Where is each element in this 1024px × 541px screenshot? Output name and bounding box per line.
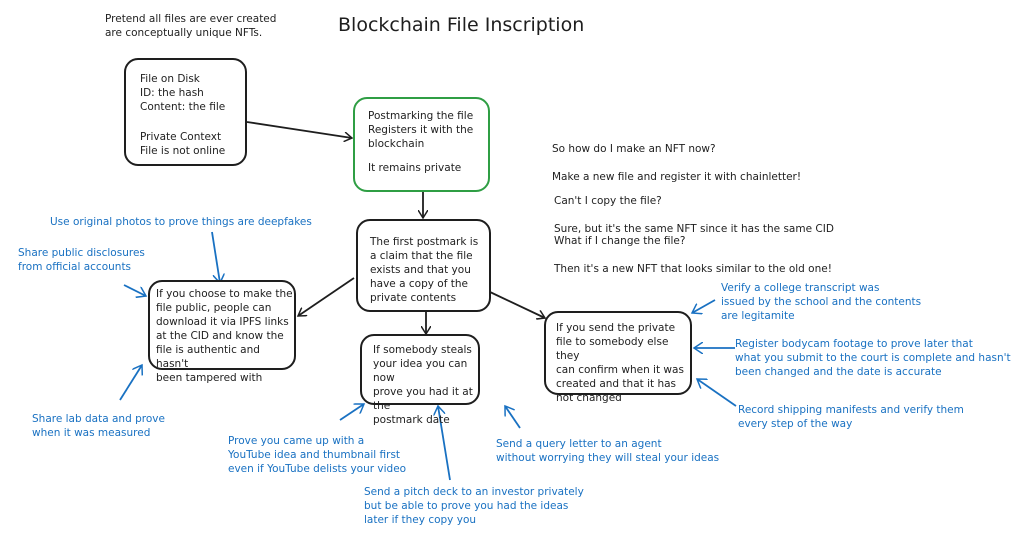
use-case-youtube: Prove you came up with a YouTube idea an… — [228, 435, 407, 475]
faq-question: Can't I copy the file? — [554, 195, 662, 207]
faq-item: What if I change the file? Then it's a n… — [554, 220, 832, 290]
file-on-disk-private-note: Private Context File is not online — [140, 131, 226, 157]
private-share-text: If you send the private file to somebody… — [556, 322, 684, 404]
arrow-deepfakes — [211, 231, 220, 283]
intro-note: Pretend all files are ever created are c… — [105, 13, 277, 39]
node-stolen-idea: If somebody steals your idea you can now… — [360, 334, 480, 426]
faq-answer: Sure, but it's the same NFT since it has… — [554, 223, 834, 235]
node-file-on-disk: File on Disk ID: the hash Content: the f… — [124, 58, 247, 166]
use-case-shipping: Record shipping manifests and verify the… — [738, 404, 964, 430]
diagram-title: Blockchain File Inscription — [338, 14, 585, 36]
faq-item: Can't I copy the file? Sure, but it's th… — [554, 180, 834, 250]
faq-question: What if I change the file? — [554, 235, 686, 247]
faq-answer: Then it's a new NFT that looks similar t… — [554, 263, 832, 275]
node-private-share: If you send the private file to somebody… — [544, 311, 692, 404]
postmark-private-note: It remains private — [368, 162, 462, 174]
public-file-text: If you choose to make the file public, p… — [156, 288, 293, 384]
node-postmark: Postmarking the file Registers it with t… — [353, 97, 490, 192]
use-case-deepfakes: Use original photos to prove things are … — [50, 216, 312, 228]
arrow-youtube — [339, 404, 364, 421]
postmark-description: Postmarking the file Registers it with t… — [368, 110, 474, 150]
arrow-disclosures — [123, 284, 146, 296]
node-public-file: If you choose to make the file public, p… — [148, 280, 296, 384]
arrow-shipping — [697, 379, 737, 407]
faq-question: So how do I make an NFT now? — [552, 143, 716, 155]
use-case-transcript: Verify a college transcript was issued b… — [721, 282, 922, 322]
stolen-idea-text: If somebody steals your idea you can now… — [373, 344, 473, 426]
arrow-claim-to-public — [298, 277, 355, 316]
use-case-lab-data: Share lab data and prove when it was mea… — [32, 413, 165, 439]
use-case-pitch-deck: Send a pitch deck to an investor private… — [364, 486, 584, 526]
arrow-pitch-deck — [438, 406, 451, 481]
use-case-bodycam: Register bodycam footage to prove later … — [735, 338, 1011, 378]
use-case-disclosures: Share public disclosures from official a… — [18, 247, 145, 273]
use-case-query-letter: Send a query letter to an agent without … — [496, 438, 720, 464]
first-postmark-text: The first postmark is a claim that the f… — [370, 236, 479, 304]
arrow-transcript — [692, 299, 716, 313]
node-first-postmark-claim: The first postmark is a claim that the f… — [356, 219, 491, 312]
arrow-lab-data — [119, 365, 142, 401]
arrow-claim-to-private — [489, 291, 545, 318]
faq-answer: Make a new file and register it with cha… — [552, 171, 802, 183]
arrow-file-to-postmark — [246, 121, 352, 138]
faq-item: So how do I make an NFT now? Make a new … — [552, 128, 801, 198]
arrow-query-letter — [505, 406, 521, 429]
file-on-disk-details: File on Disk ID: the hash Content: the f… — [140, 73, 226, 113]
